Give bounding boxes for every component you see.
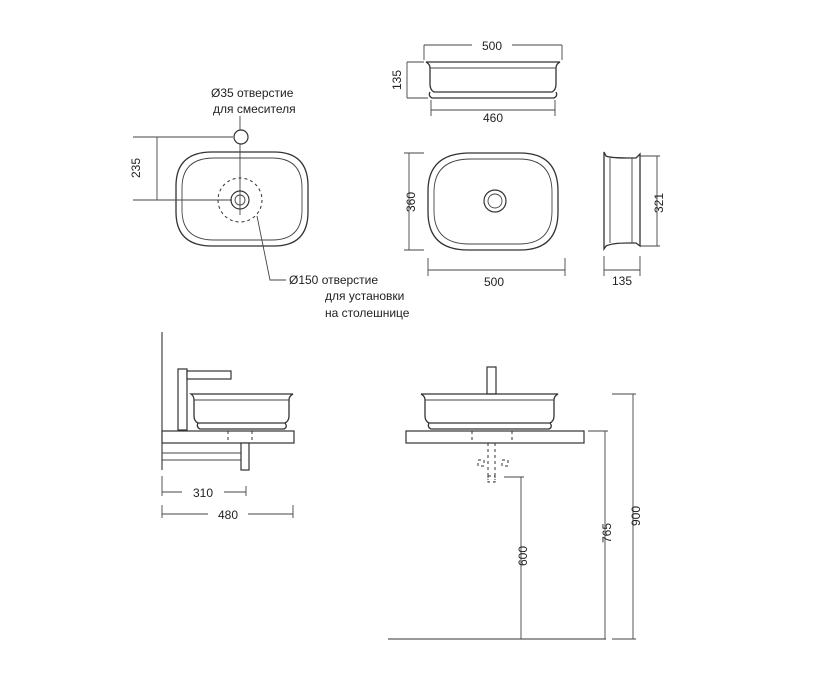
mixer-hole-note-line2: для смесителя [213, 102, 296, 116]
dim-321: 321 [652, 193, 666, 213]
plan-view-with-holes [133, 116, 309, 281]
dim-135-front: 135 [390, 70, 404, 90]
dim-235: 235 [129, 158, 143, 178]
mixer-hole-note-line1: Ø35 отверстие [211, 86, 294, 100]
side-elevation [603, 151, 660, 276]
dim-600: 600 [516, 546, 530, 566]
counter-hole-note-line2: для установки [325, 289, 404, 303]
counter-hole-note-line1: Ø150 отверстие [289, 273, 378, 287]
counter-hole-note-line3: на столешнице [325, 306, 410, 320]
dim-765: 765 [600, 523, 614, 543]
dim-135-side: 135 [612, 274, 632, 288]
side-install-view [161, 332, 295, 518]
dim-500-plan: 500 [484, 275, 504, 289]
dim-460-front: 460 [483, 111, 503, 125]
dim-310: 310 [193, 486, 213, 500]
dim-480: 480 [218, 508, 238, 522]
dim-360: 360 [404, 192, 418, 212]
dim-900: 900 [629, 506, 643, 526]
front-elevation [406, 44, 563, 116]
plan-view [404, 152, 566, 276]
dim-500-front: 500 [482, 39, 502, 53]
front-install-view [388, 366, 636, 640]
